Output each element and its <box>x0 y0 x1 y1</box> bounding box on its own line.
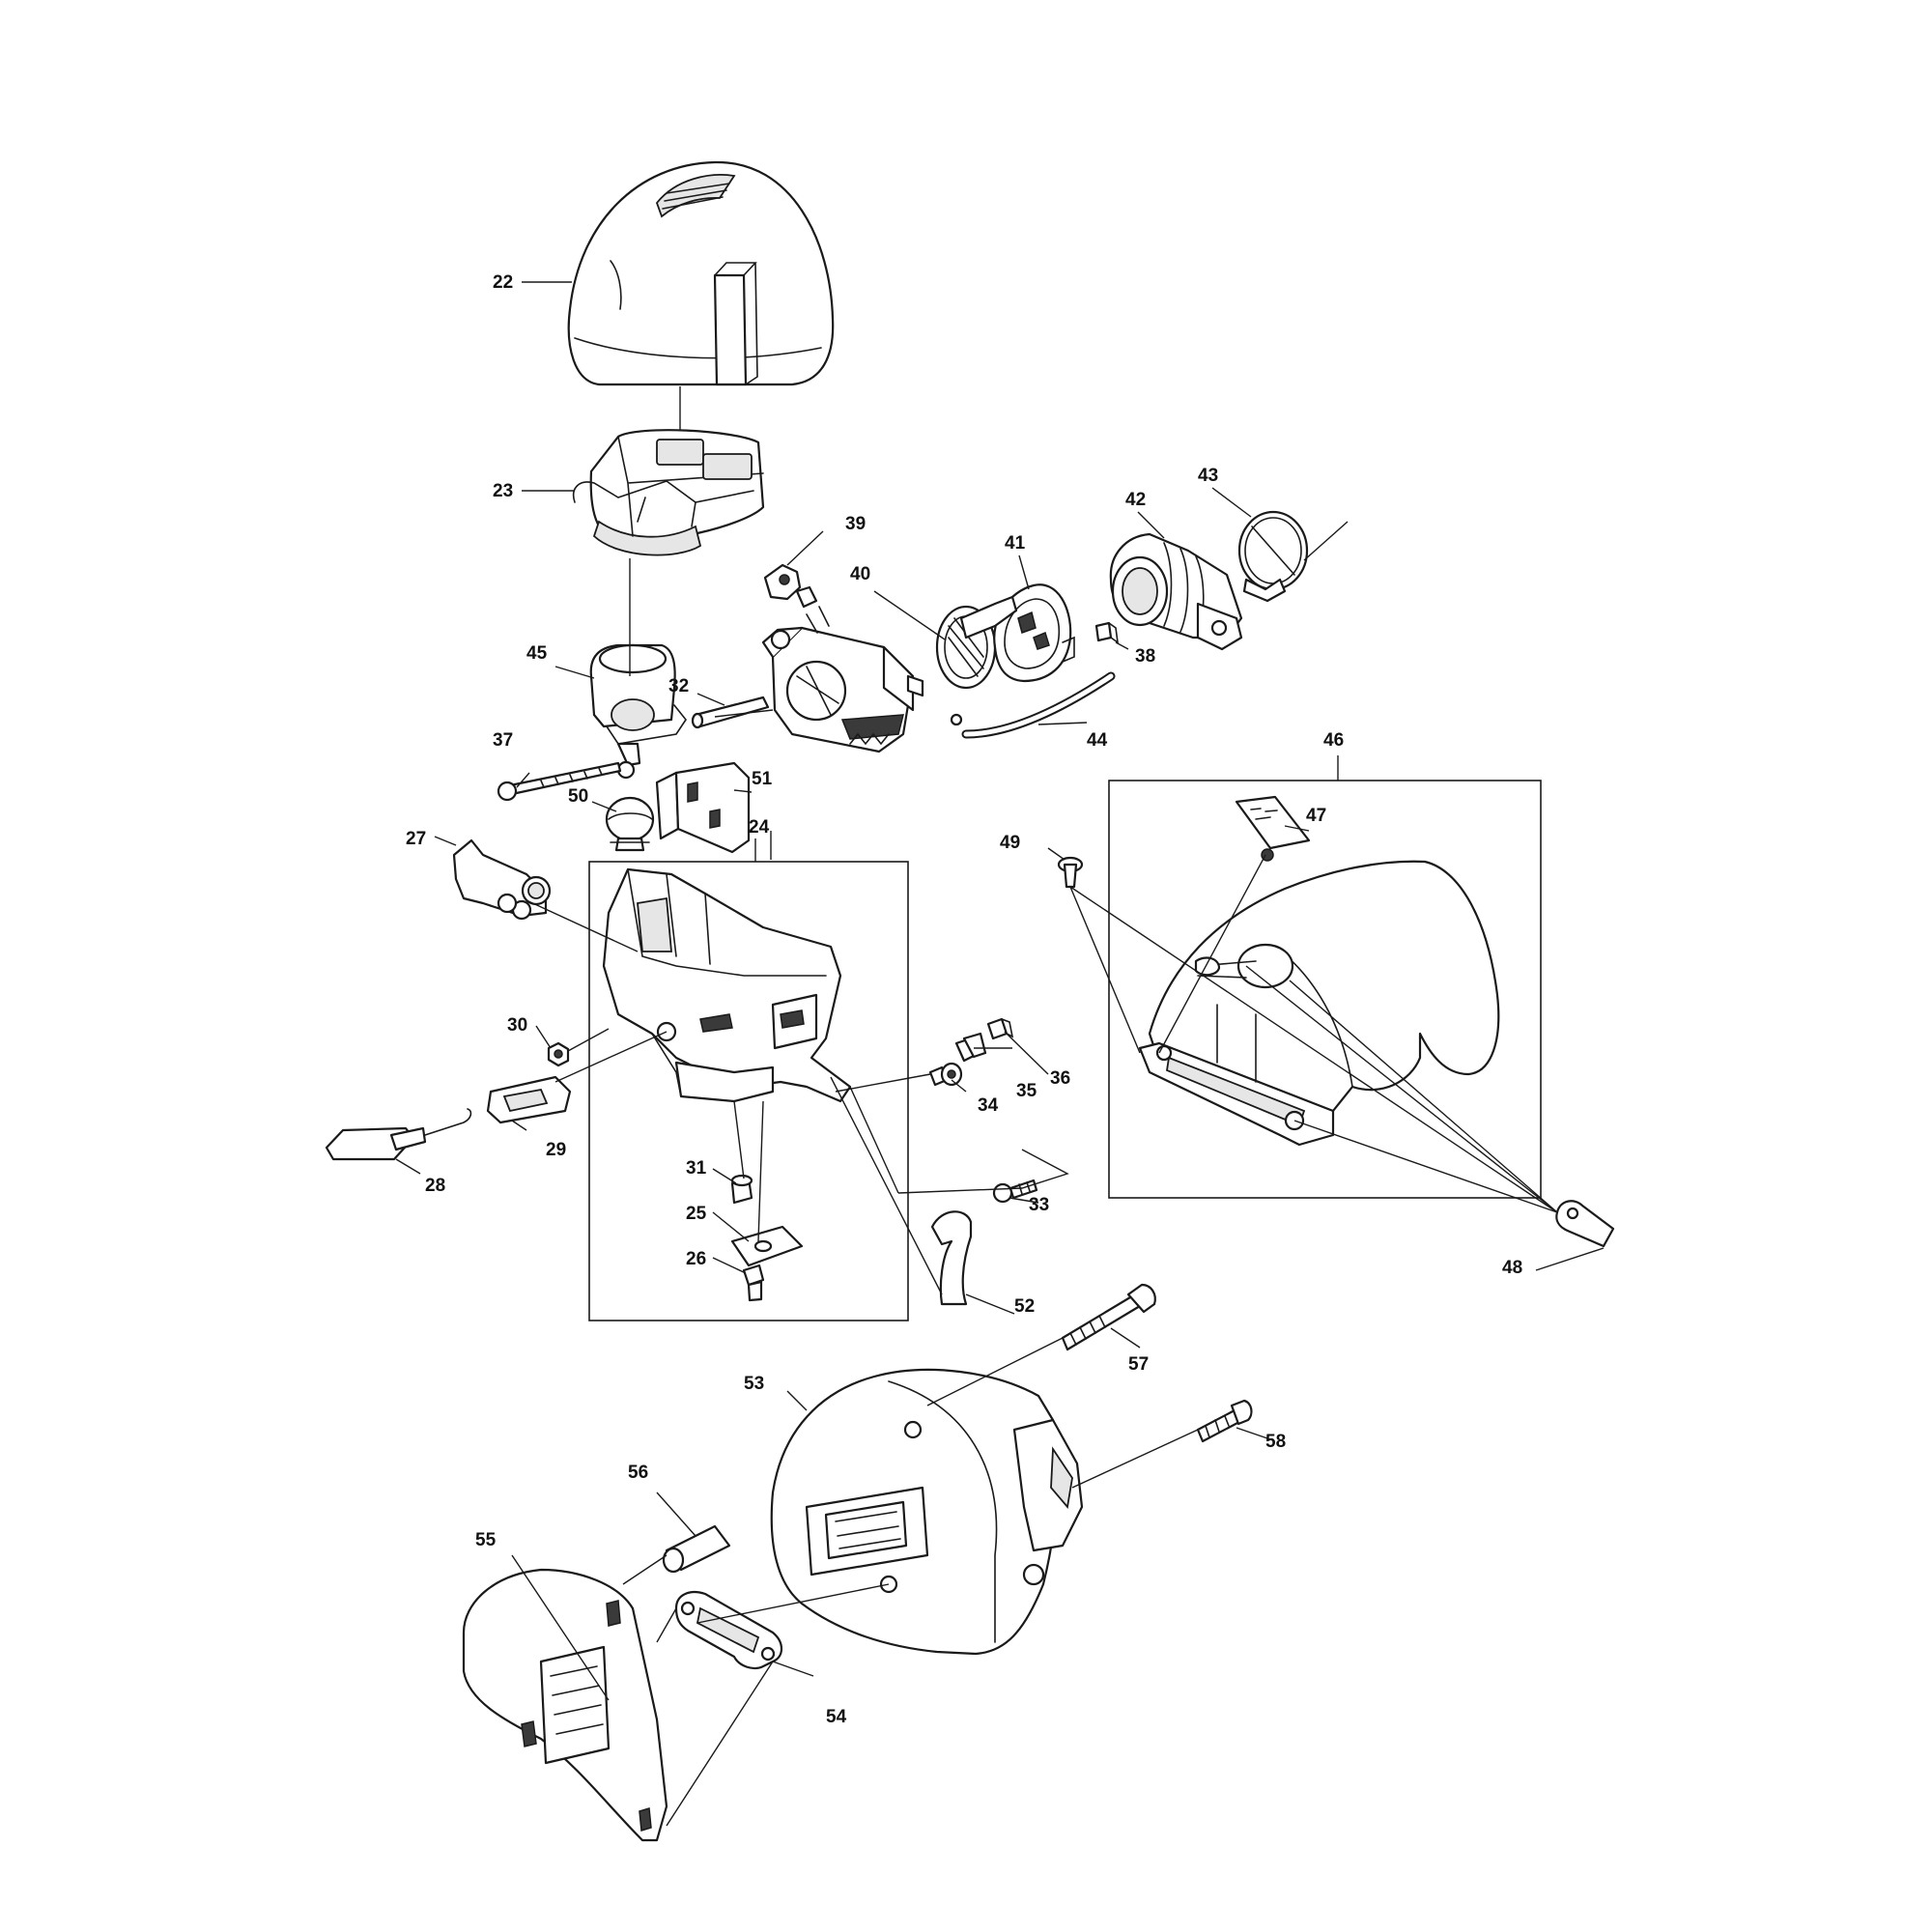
part-52-hook <box>930 1210 973 1306</box>
part-48-tab <box>1555 1200 1615 1248</box>
part-57-bolt <box>1061 1283 1156 1351</box>
callout-22: 22 <box>493 272 513 293</box>
part-56-spacer <box>662 1524 731 1574</box>
callout-52: 52 <box>1014 1296 1035 1317</box>
part-39-clip <box>763 563 818 609</box>
part-35-bracket <box>954 1032 987 1063</box>
callout-25: 25 <box>686 1204 707 1224</box>
callout-36: 36 <box>1050 1068 1070 1089</box>
part-54-gasket <box>674 1591 783 1670</box>
part-47-label <box>1235 795 1311 862</box>
callout-47: 47 <box>1306 806 1326 826</box>
part-51-plate <box>655 761 751 854</box>
part-58-bolt <box>1196 1399 1253 1443</box>
part-24-housing <box>602 867 852 1103</box>
callout-51: 51 <box>752 769 773 789</box>
part-53-muffler <box>770 1368 1084 1656</box>
part-31-nut <box>730 1174 753 1205</box>
callout-58: 58 <box>1265 1432 1286 1452</box>
part-29-slide <box>486 1075 572 1124</box>
leader-lines <box>395 281 1605 1827</box>
part-carburetor <box>761 606 924 753</box>
part-44-fuel-line <box>950 671 1116 739</box>
part-26-bolt <box>742 1264 765 1302</box>
part-27-manifold <box>452 838 552 921</box>
callout-48: 48 <box>1502 1258 1522 1278</box>
callout-57: 57 <box>1128 1354 1149 1375</box>
callout-23: 23 <box>493 481 513 501</box>
callout-53: 53 <box>744 1374 764 1394</box>
part-50-rubber-mount <box>605 796 655 852</box>
callout-37: 37 <box>493 730 513 751</box>
part-49-screw <box>1057 856 1084 889</box>
part-38-nut <box>1094 621 1120 644</box>
part-37-screw <box>497 761 622 802</box>
callout-24: 24 <box>749 817 770 838</box>
callout-49: 49 <box>1000 833 1020 853</box>
callout-34: 34 <box>978 1095 999 1116</box>
part-42-intake-boot <box>1109 532 1243 651</box>
part-41-bracket <box>959 583 1075 683</box>
part-23-air-filter <box>573 429 765 556</box>
part-55-heat-shield <box>462 1568 668 1842</box>
callout-44: 44 <box>1087 730 1108 751</box>
callout-54: 54 <box>826 1707 847 1727</box>
frame-46 <box>1108 780 1542 1199</box>
callout-35: 35 <box>1016 1081 1037 1101</box>
callout-56: 56 <box>628 1463 648 1483</box>
callout-28: 28 <box>425 1176 445 1196</box>
callout-33: 33 <box>1029 1195 1049 1215</box>
part-30-nut <box>547 1041 570 1067</box>
callout-40: 40 <box>850 564 870 584</box>
part-43-clamp <box>1237 510 1309 603</box>
callout-45: 45 <box>526 643 548 664</box>
callout-31: 31 <box>686 1158 707 1179</box>
callout-50: 50 <box>568 786 588 807</box>
callout-27: 27 <box>406 829 426 849</box>
callout-55: 55 <box>475 1530 497 1550</box>
part-32-pin <box>691 696 770 729</box>
callout-32: 32 <box>668 676 689 696</box>
part-25-plate <box>730 1225 804 1267</box>
callout-26: 26 <box>686 1249 706 1269</box>
callout-30: 30 <box>507 1015 527 1036</box>
part-45-intake-adapter <box>589 643 687 780</box>
part-28-lever <box>325 1108 472 1161</box>
callout-38: 38 <box>1135 646 1155 667</box>
part-46-cover <box>1138 860 1500 1147</box>
callout-labels: 22 23 45 32 37 39 40 41 42 43 38 44 51 5… <box>406 272 1522 1727</box>
callout-41: 41 <box>1005 533 1026 554</box>
callout-42: 42 <box>1125 490 1146 510</box>
callout-29: 29 <box>546 1140 566 1160</box>
callout-39: 39 <box>845 514 866 534</box>
part-22-filter-cover <box>567 160 835 386</box>
callout-46: 46 <box>1323 730 1344 751</box>
part-34-bushing <box>928 1062 963 1087</box>
callout-43: 43 <box>1198 466 1218 486</box>
frame-24 <box>588 861 909 1321</box>
